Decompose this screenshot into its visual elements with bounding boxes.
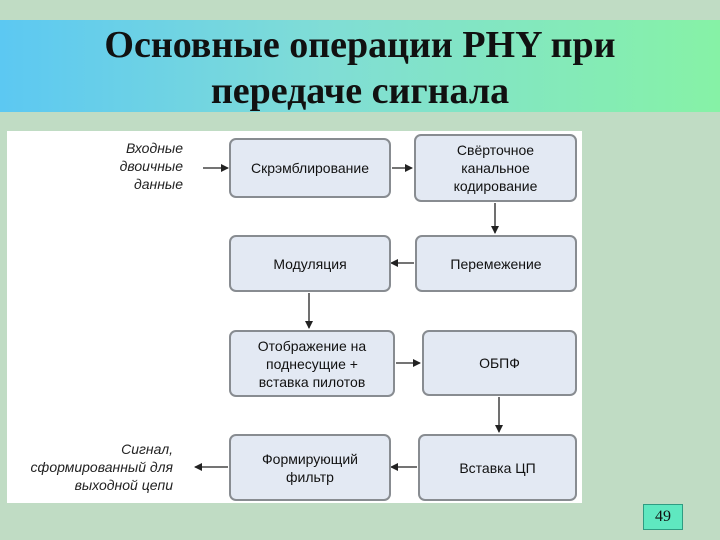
block-shaping-filter: Формирующий фильтр — [229, 434, 391, 501]
block-interleaving: Перемежение — [415, 235, 577, 292]
block-scrambling: Скрэмблирование — [229, 138, 391, 198]
block-ifft: ОБПФ — [422, 330, 577, 396]
flow-arrows — [194, 164, 503, 471]
block-subcarrier-mapping: Отображение на поднесущие + вставка пило… — [229, 330, 395, 397]
page-number: 49 — [643, 504, 683, 530]
title-band — [0, 20, 720, 112]
slide-title: Основные операции PHY при передаче сигна… — [104, 24, 616, 112]
block-modulation: Модуляция — [229, 235, 391, 292]
phy-flow-diagram: Входные двоичные данные Сигнал, сформиро… — [7, 131, 582, 503]
block-cp-insertion: Вставка ЦП — [418, 434, 577, 501]
block-convolutional-coding: Свёрточное канальное кодирование — [414, 134, 577, 202]
output-label: Сигнал, сформированный для выходной цепи — [30, 441, 173, 493]
input-label: Входные двоичные данные — [119, 140, 183, 192]
